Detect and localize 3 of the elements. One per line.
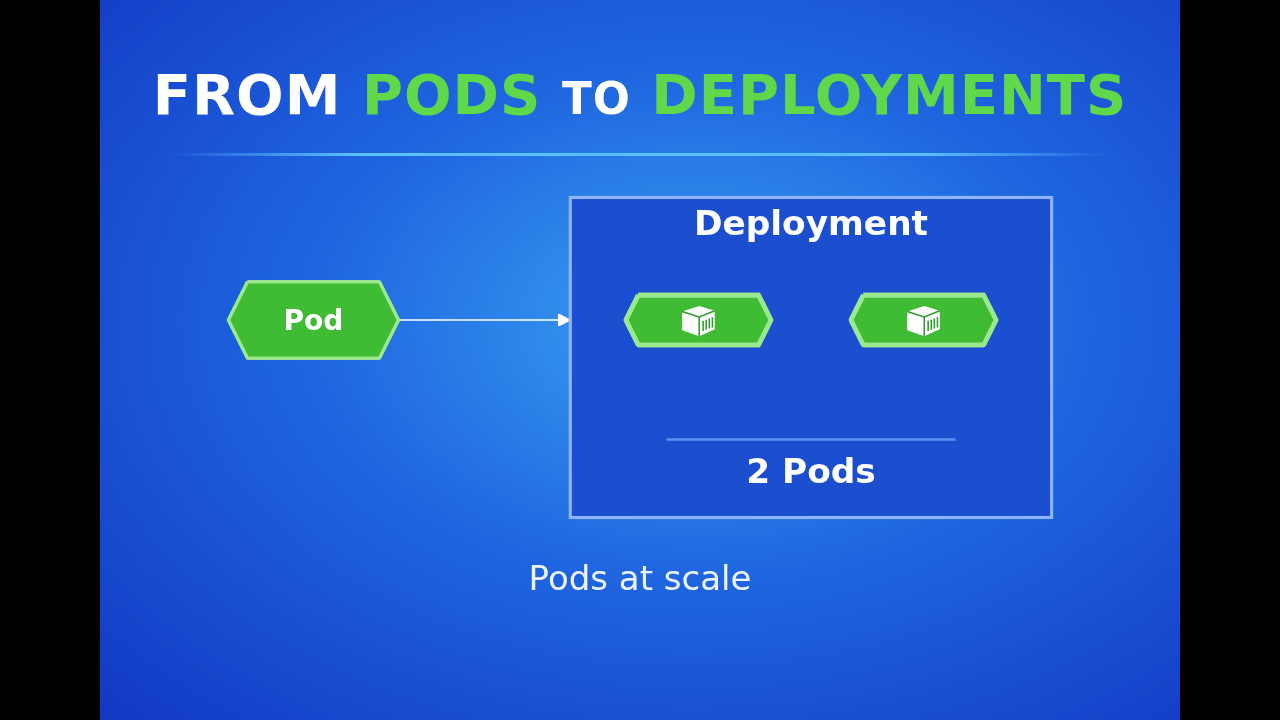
- caption: Pods at scale: [527, 558, 753, 598]
- title: FROM PODS TO DEPLOYMENTS: [151, 62, 1129, 127]
- group-label: 2 Pods: [746, 451, 876, 492]
